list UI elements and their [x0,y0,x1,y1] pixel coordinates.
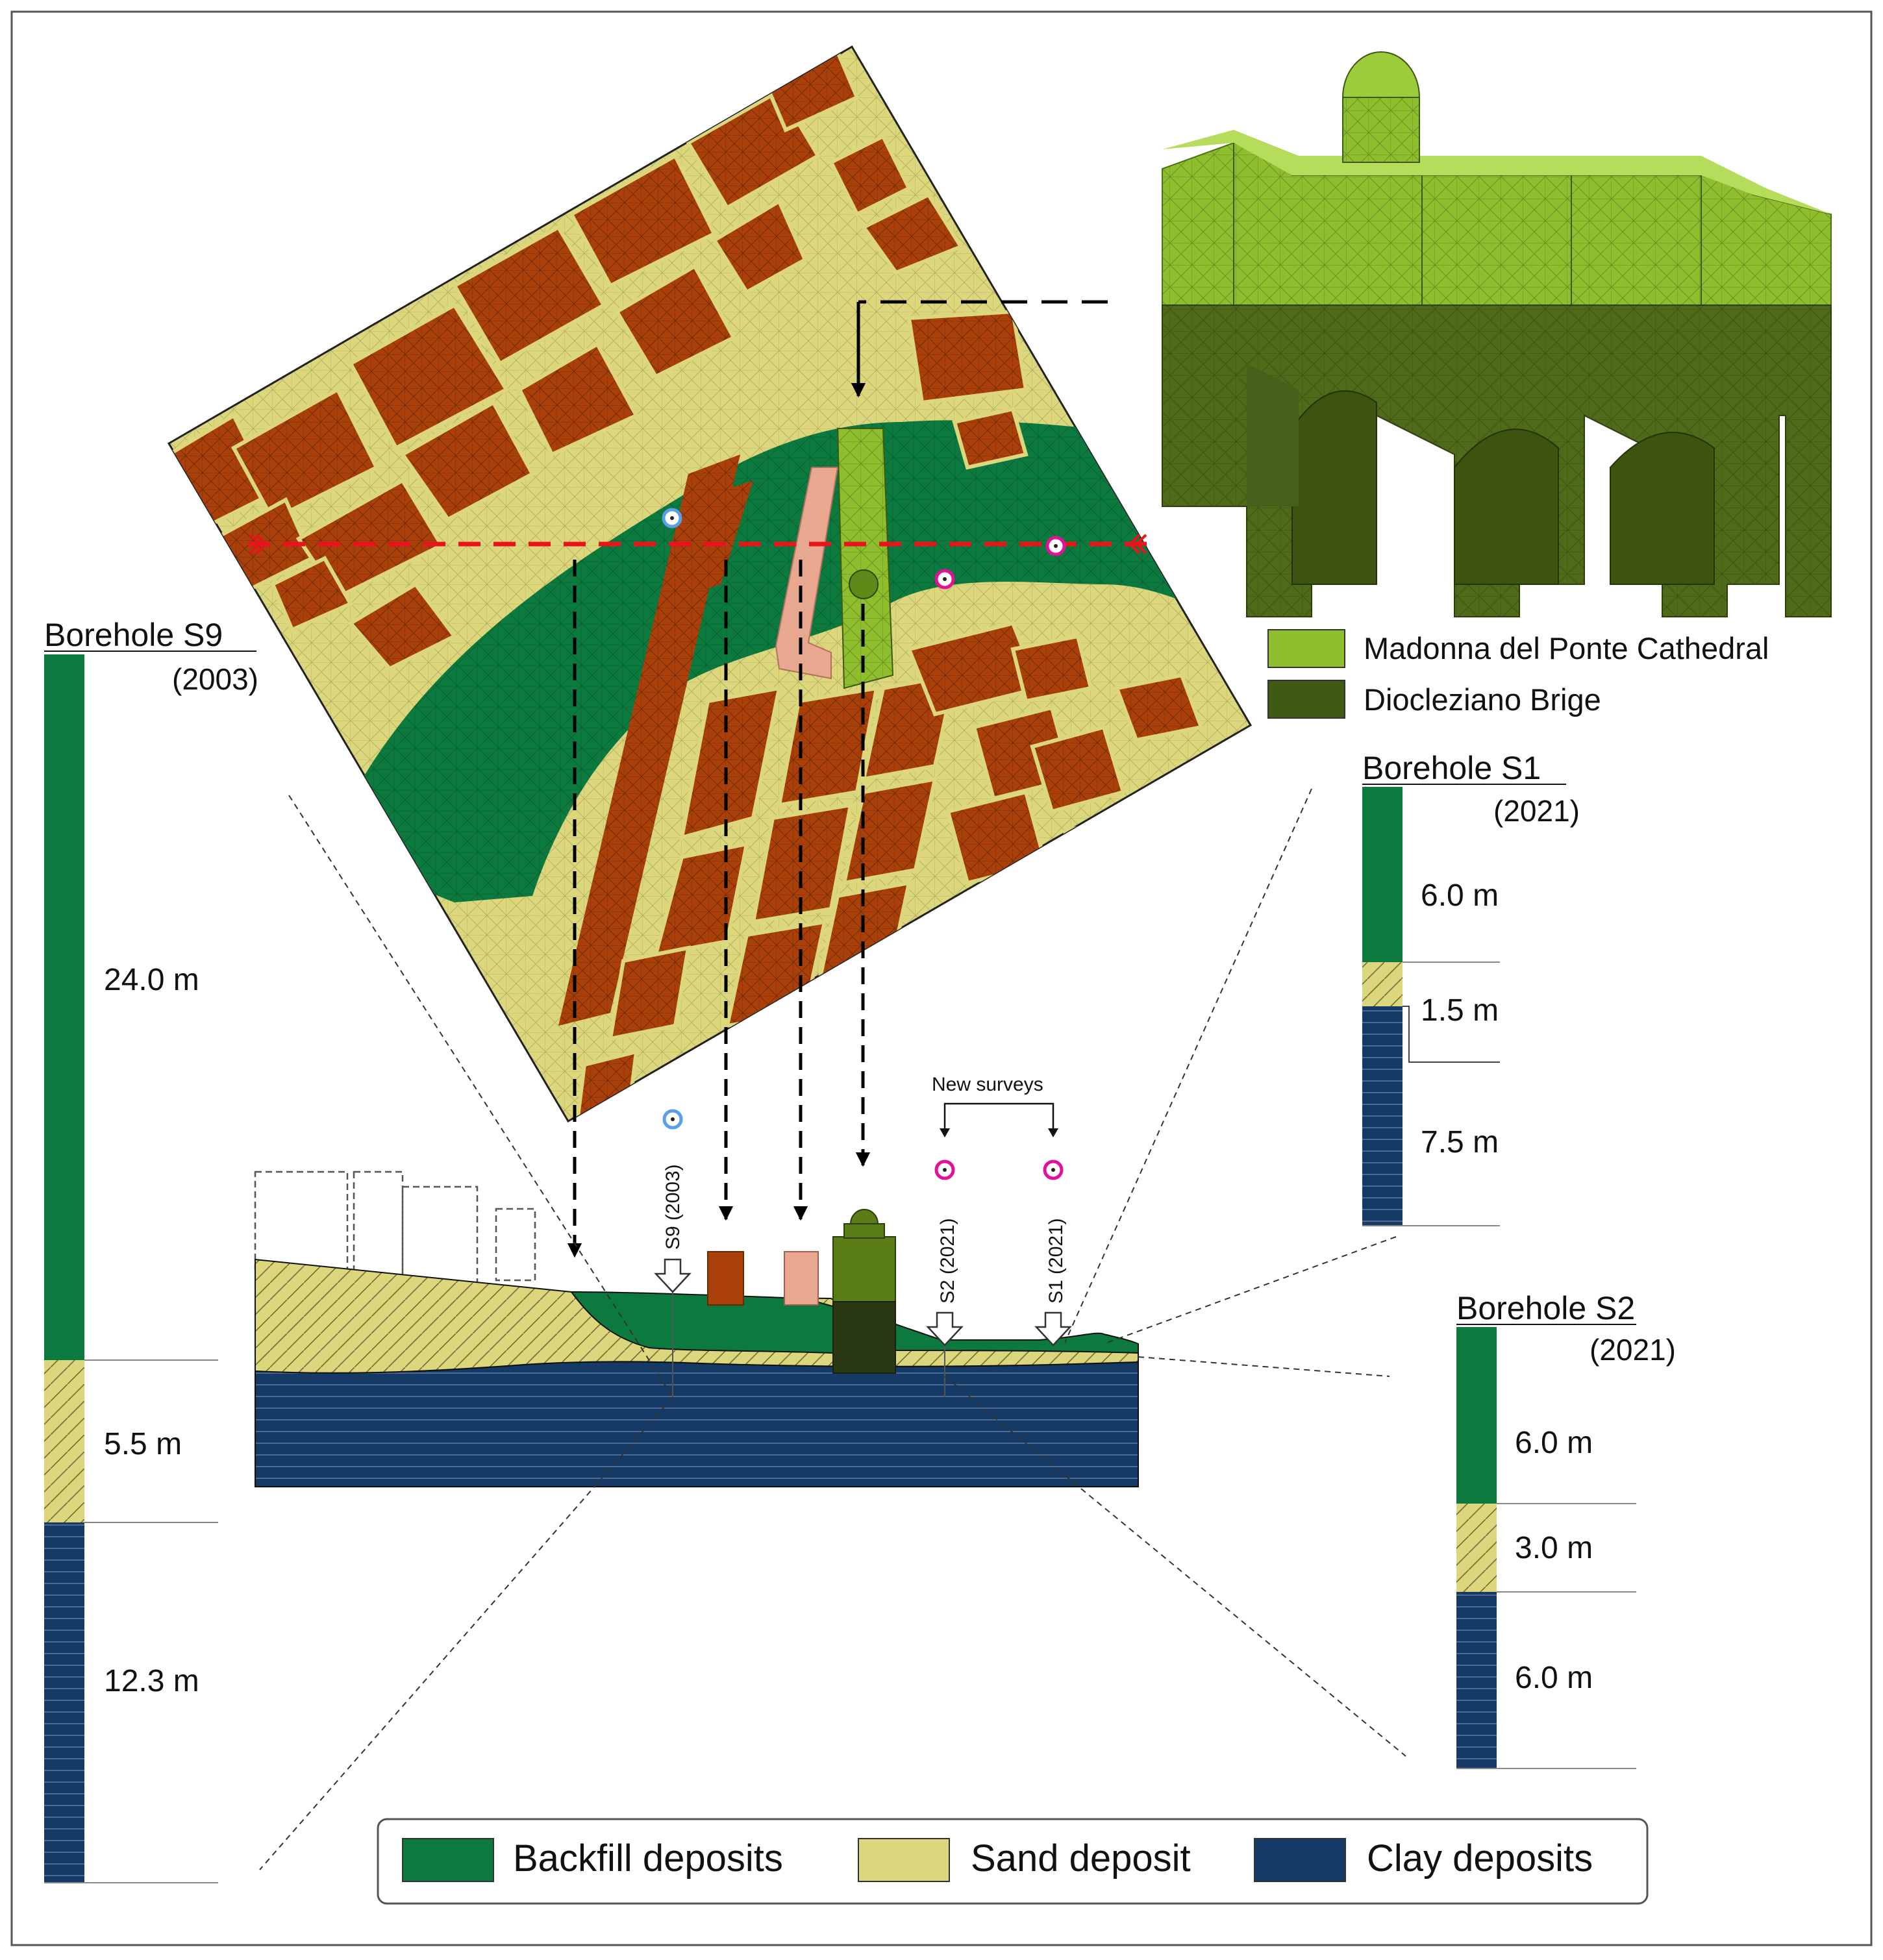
section-building-block [707,1251,744,1306]
cathedral-3d-model [1162,51,1832,617]
s9-thickness-clay: 12.3 m [104,1664,199,1698]
borehole-s1: Borehole S1 (2021) 6.0 m 1.5 m 7.5 m [1362,750,1580,1226]
survey-label-s9: S9 (2003) [662,1164,684,1250]
legend-swatch-backfill [402,1838,494,1882]
borehole-s2-title: Borehole S2 [1456,1290,1635,1326]
borehole-s2: Borehole S2 (2021) 6.0 m 3.0 m 6.0 m [1456,1290,1676,1769]
survey-label-s1: S1 (2021) [1045,1218,1067,1304]
projection-arrows [567,560,871,1258]
legend-swatch-sand [858,1838,950,1882]
figure-frame [10,10,1873,1946]
cross-section: S9 (2003) S2 (2021) S1 (2021) New survey… [254,1074,1139,1487]
legend-swatch-bridge [1267,680,1345,719]
mesh-plan-map [167,45,1253,1123]
s2-layer-backfill [1456,1327,1497,1504]
survey-arrow-s9 [654,1258,692,1293]
legend-label-sand: Sand deposit [971,1837,1191,1879]
backfill-river-zone [338,420,1251,902]
borehole-s9-year: (2003) [172,662,258,696]
legend-label-clay: Clay deposits [1367,1837,1593,1879]
marker-s2-section [934,1160,955,1180]
legend-label-cathedral: Madonna del Ponte Cathedral [1364,631,1769,665]
soil-legend: Backfill deposits Sand deposit Clay depo… [377,1818,1649,1905]
borehole-s2-year: (2021) [1590,1333,1676,1367]
section-cathedral [832,1209,896,1374]
legend-label-bridge: Diocleziano Brige [1364,682,1601,717]
survey-label-s2: S2 (2021) [937,1218,958,1304]
legend-swatch-clay [1254,1838,1346,1882]
marker-s1-section [1043,1160,1064,1180]
s1-thickness-backfill: 6.0 m [1421,878,1499,913]
s2-layer-sand [1456,1504,1497,1592]
pink-bridge [775,467,839,680]
s9-layer-sand [44,1360,84,1522]
structure-legend: Madonna del Ponte Cathedral Diocleziano … [1267,629,1769,719]
legend-swatch-cathedral [1267,629,1345,668]
s9-layer-backfill [44,654,84,1360]
section-clay-layer [255,1361,1139,1487]
borehole-s1-year: (2021) [1493,794,1580,828]
zoom-lines [259,788,1406,1870]
s1-layer-backfill [1362,787,1403,962]
s1-thickness-clay: 7.5 m [1421,1125,1499,1160]
survey-arrow-s2 [926,1311,964,1346]
marker-s2-map [934,569,955,589]
s1-layer-sand [1362,962,1403,1006]
new-surveys-label: New surveys [932,1074,1043,1095]
s1-layer-clay [1362,1006,1403,1226]
building-strip [558,454,740,1026]
marker-s9-map [662,508,682,528]
borehole-s1-title: Borehole S1 [1362,750,1541,786]
section-pink-bridge [784,1251,819,1306]
s2-thickness-sand: 3.0 m [1515,1531,1593,1565]
s1-thickness-sand: 1.5 m [1421,993,1499,1028]
s9-thickness-sand: 5.5 m [104,1427,182,1461]
cathedral-dome-footprint [849,569,879,599]
s9-layer-clay [44,1522,84,1883]
s2-thickness-clay: 6.0 m [1515,1661,1593,1695]
s2-thickness-backfill: 6.0 m [1515,1426,1593,1460]
marker-s9-section [662,1109,683,1130]
borehole-s9-title: Borehole S9 [44,617,223,653]
map-to-model-connector [851,300,1108,398]
marker-s1-map [1045,536,1066,556]
cathedral-footprint [836,428,894,689]
s9-thickness-backfill: 24.0 m [104,963,199,997]
borehole-s9: Borehole S9 (2003) 24.0 m 5.5 m 12.3 m [44,617,258,1883]
survey-arrow-s1 [1034,1311,1072,1346]
legend-label-backfill: Backfill deposits [513,1837,783,1879]
s2-layer-clay [1456,1592,1497,1768]
